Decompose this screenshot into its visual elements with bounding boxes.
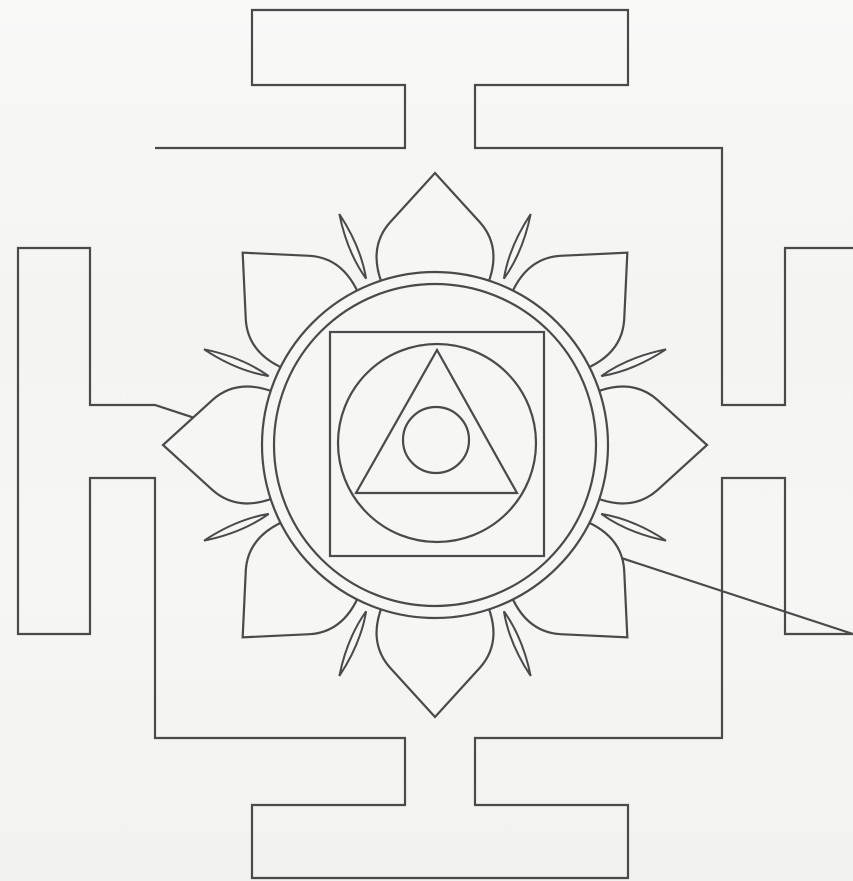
petal-tip bbox=[504, 214, 531, 279]
petal-tip bbox=[339, 214, 366, 279]
petal-tip bbox=[204, 349, 269, 376]
outer-ring bbox=[262, 272, 608, 618]
petal-tip bbox=[504, 611, 531, 676]
petal-tip bbox=[204, 514, 269, 541]
petal-tip bbox=[339, 611, 366, 676]
petal-tip bbox=[601, 514, 666, 541]
petal-tip bbox=[601, 349, 666, 376]
